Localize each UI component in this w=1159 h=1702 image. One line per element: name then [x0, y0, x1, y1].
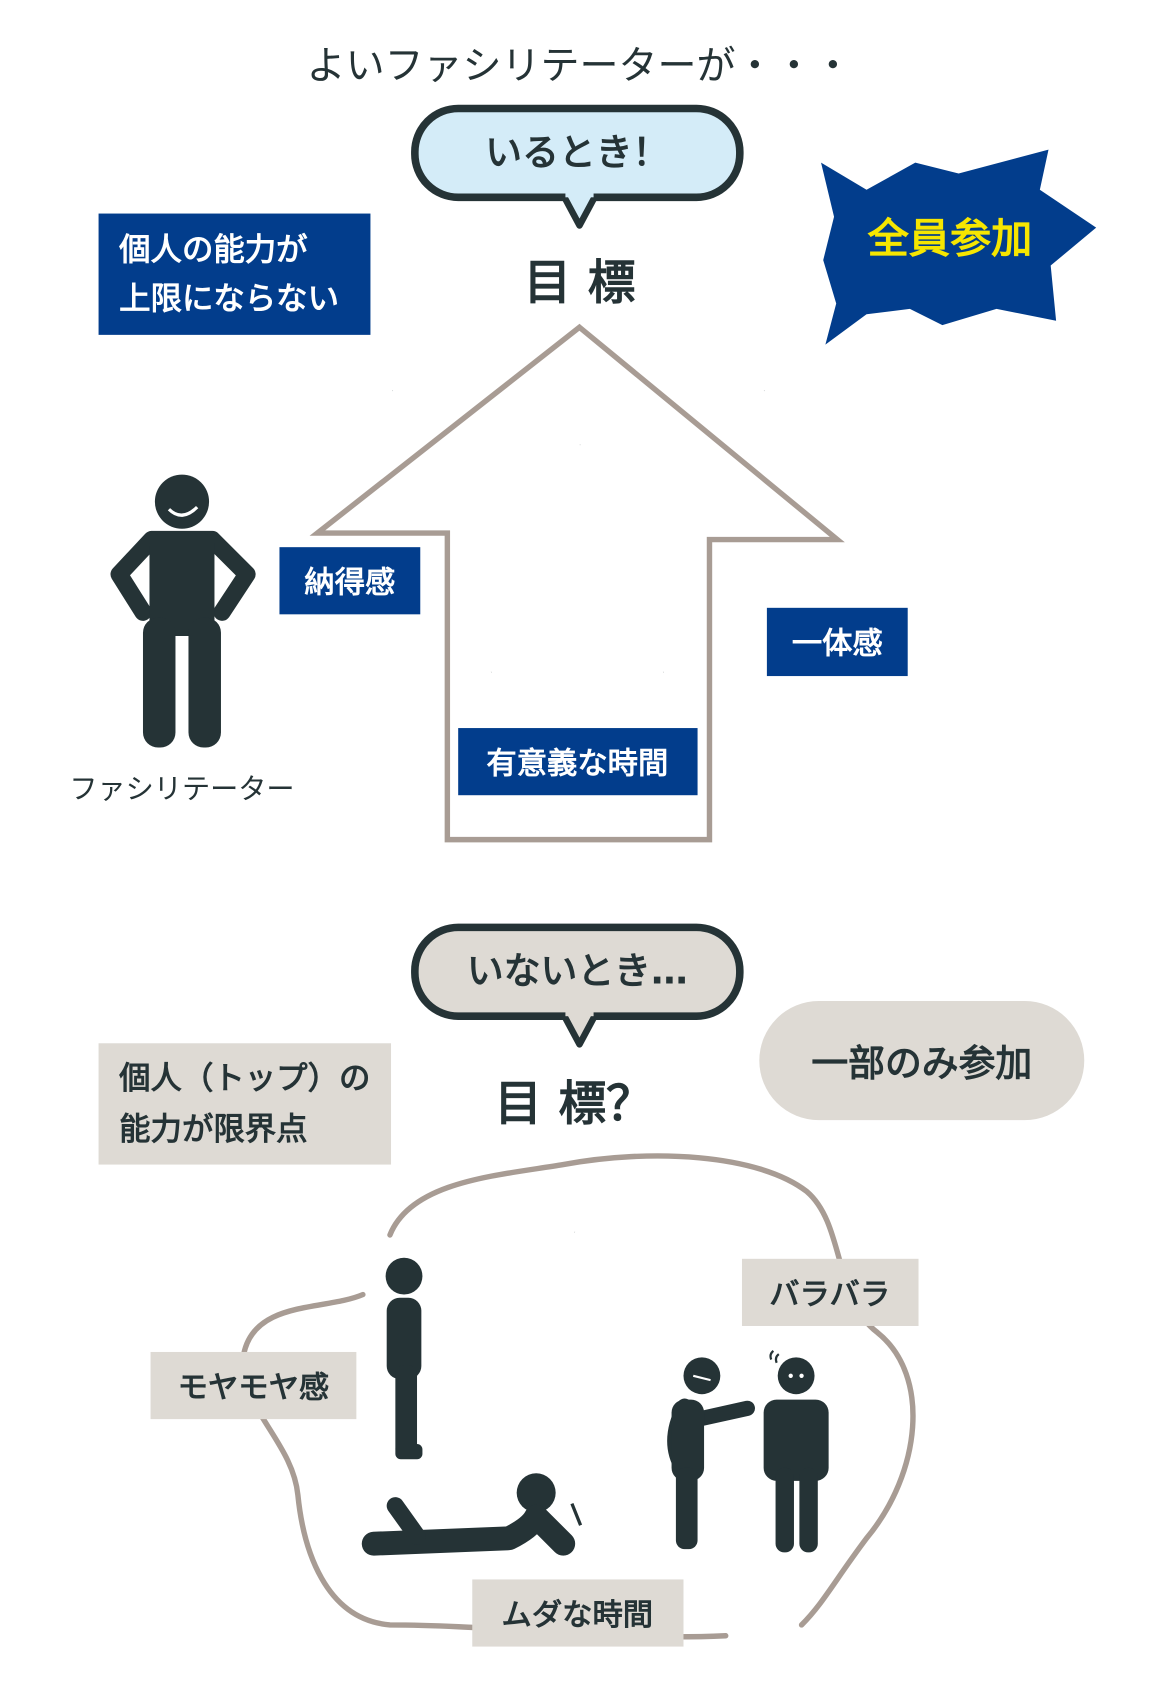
ability-line-2: 上限にならない: [119, 281, 339, 317]
person-standing-side: [385, 1257, 423, 1460]
label-meaningful-time-text: 有意義な時間: [486, 746, 668, 782]
person-arms-up: [763, 390, 765, 392]
label-barabara-text: バラバラ: [769, 1277, 890, 1312]
person-arms-up: [392, 390, 393, 392]
label-nattoku-text: 納得感: [304, 566, 395, 601]
label-wasted-time: ムダな時間: [472, 1579, 684, 1647]
label-barabara: バラバラ: [741, 1258, 919, 1326]
goal-label-good: 目 標: [524, 256, 636, 311]
label-ittai-text: 一体感: [792, 626, 883, 661]
label-wasted-time-text: ムダな時間: [502, 1597, 654, 1633]
label-nattoku: 納得感: [279, 547, 421, 615]
person-talking: [667, 1357, 755, 1550]
ability-bad-line-1: 個人（トップ）の: [118, 1061, 370, 1097]
house-arrow-outline: [309, 323, 845, 843]
ability-box-bad: 個人（トップ）の 能力が限界点: [98, 1043, 392, 1165]
ability-line-1: 個人の能力が: [118, 232, 308, 268]
speech-bubble-good: いるとき！: [411, 104, 744, 229]
label-moyamoya-text: モヤモヤ感: [178, 1370, 330, 1405]
burst-text: 全員参加: [867, 215, 1033, 263]
bubble-bad-text: いないとき…: [467, 950, 688, 993]
person-arms-up: [579, 444, 581, 446]
goal-label-bad: 目 標？: [494, 1077, 654, 1132]
pill-partial-participation: 一部のみ参加: [759, 1001, 1085, 1121]
label-moyamoya: モヤモヤ感: [150, 1351, 357, 1420]
pill-text: 一部のみ参加: [811, 1042, 1032, 1085]
person-arms-up: [490, 671, 492, 673]
bubble-good-text: いるとき！: [485, 131, 669, 174]
label-ittai: 一体感: [766, 607, 908, 677]
facilitator-figure: [110, 474, 256, 748]
burst-all-participate: 全員参加: [821, 149, 1097, 345]
speech-bubble-bad: いないとき…: [411, 923, 744, 1048]
ability-bad-line-2: 能力が限界点: [119, 1112, 307, 1148]
person-confused: [763, 1350, 829, 1553]
facilitator-label: ファシリテーター: [69, 772, 294, 805]
page-title: よいファシリテーターが・・・: [307, 44, 853, 89]
person-lying-down: [361, 1473, 583, 1556]
label-meaningful-time: 有意義な時間: [458, 728, 698, 796]
person-arms-up: [663, 671, 664, 673]
ability-box-good: 個人の能力が 上限にならない: [98, 213, 371, 335]
person-arms-up: [574, 1231, 575, 1233]
